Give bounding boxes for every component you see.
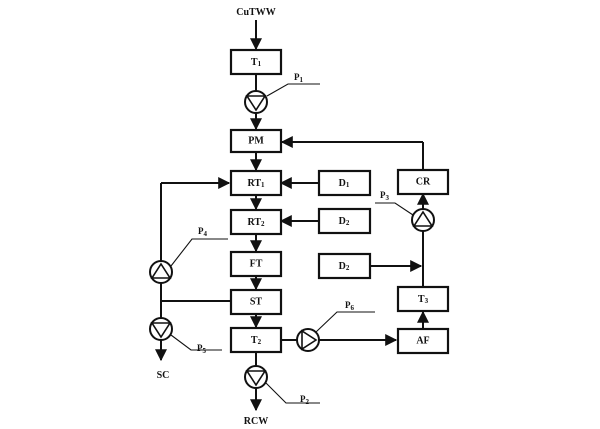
unit-t3: T3 <box>396 285 450 313</box>
unit-d1: D1 <box>317 169 372 197</box>
pump-p4: P4 <box>149 226 228 284</box>
feed-label: CuTWW <box>236 7 275 18</box>
unit-rt1-label: RT1 <box>247 178 265 190</box>
unit-d2-upper-label: D2 <box>339 216 350 228</box>
unit-rt2: RT2 <box>229 208 283 236</box>
pump-p3-up-icon <box>412 210 434 227</box>
pump-p3-label: P3 <box>380 190 390 202</box>
pump-p2: P2 <box>244 365 320 406</box>
unit-t2-label: T2 <box>251 335 262 347</box>
unit-ft: FT <box>229 250 283 278</box>
unit-st-label: ST <box>250 297 263 308</box>
unit-cr: CR <box>396 168 450 196</box>
unit-t3-label: T3 <box>418 294 429 306</box>
unit-af-label: AF <box>416 336 429 347</box>
unit-cr-label: CR <box>416 177 431 188</box>
unit-st: ST <box>229 288 283 316</box>
pump-p6-label: P6 <box>345 300 355 312</box>
pump-p5: P5 <box>149 317 222 355</box>
unit-pm: PM <box>229 128 283 154</box>
flow-lines <box>155 20 429 412</box>
unit-af: AF <box>396 327 450 355</box>
unit-d1-label: D1 <box>339 178 350 190</box>
unit-t1: T1 <box>229 48 283 76</box>
pump-p6: P6 <box>296 300 375 352</box>
pump-p6-right-icon <box>301 329 318 351</box>
pump-p5-label: P5 <box>197 343 207 355</box>
pump-p4-up-icon <box>150 262 172 279</box>
pump-p2-label: P2 <box>300 394 310 406</box>
pump-p3: P3 <box>375 190 435 232</box>
unit-rt1: RT1 <box>229 169 283 197</box>
unit-t2: T2 <box>229 326 283 354</box>
pump-p4-label: P4 <box>198 226 208 238</box>
recycled-water-label: RCW <box>244 416 268 427</box>
unit-ft-label: FT <box>250 259 263 270</box>
unit-pm-label: PM <box>248 136 264 147</box>
unit-d2-lower: D2 <box>317 252 372 280</box>
pump-p1-down-icon <box>245 95 267 112</box>
pump-p5-down-icon <box>150 322 172 339</box>
unit-d2-lower-label: D2 <box>339 261 350 273</box>
pump-p1-label: P1 <box>294 72 304 84</box>
unit-rt2-label: RT2 <box>247 217 265 229</box>
unit-t1-label: T1 <box>251 57 262 69</box>
unit-d2-upper: D2 <box>317 207 372 235</box>
pump-p2-down-icon <box>245 370 267 387</box>
sludge-output-label: SC <box>157 370 170 381</box>
pump-p1: P1 <box>244 72 320 114</box>
